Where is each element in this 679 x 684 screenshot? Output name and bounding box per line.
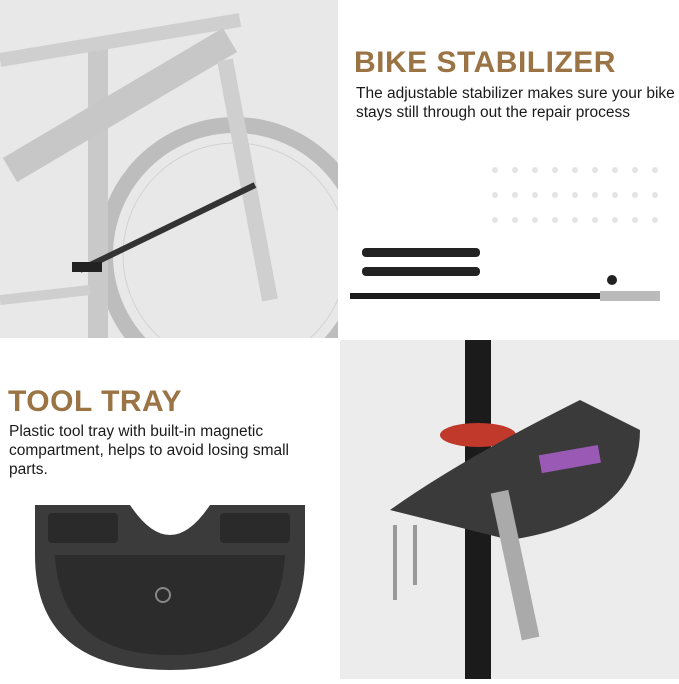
strap: [362, 267, 480, 276]
magnet-icon: [155, 587, 171, 603]
bar: [350, 293, 610, 299]
dot-pattern: [492, 167, 658, 223]
tool-tray-product: [35, 505, 305, 670]
stabilizer-title: BIKE STABILIZER: [354, 46, 616, 79]
bike-photo: [0, 0, 373, 393]
tray-description: Plastic tool tray with built-in magnetic…: [9, 423, 289, 478]
stabilizer-bar: [78, 182, 257, 273]
bike-illustration: [0, 13, 373, 393]
tray-title: TOOL TRAY: [8, 385, 182, 418]
stabilizer-product: [350, 167, 660, 301]
strap: [362, 248, 480, 257]
stabilizer-description: The adjustable stabilizer makes sure you…: [356, 85, 675, 121]
tray-mounted-photo: [340, 340, 679, 679]
